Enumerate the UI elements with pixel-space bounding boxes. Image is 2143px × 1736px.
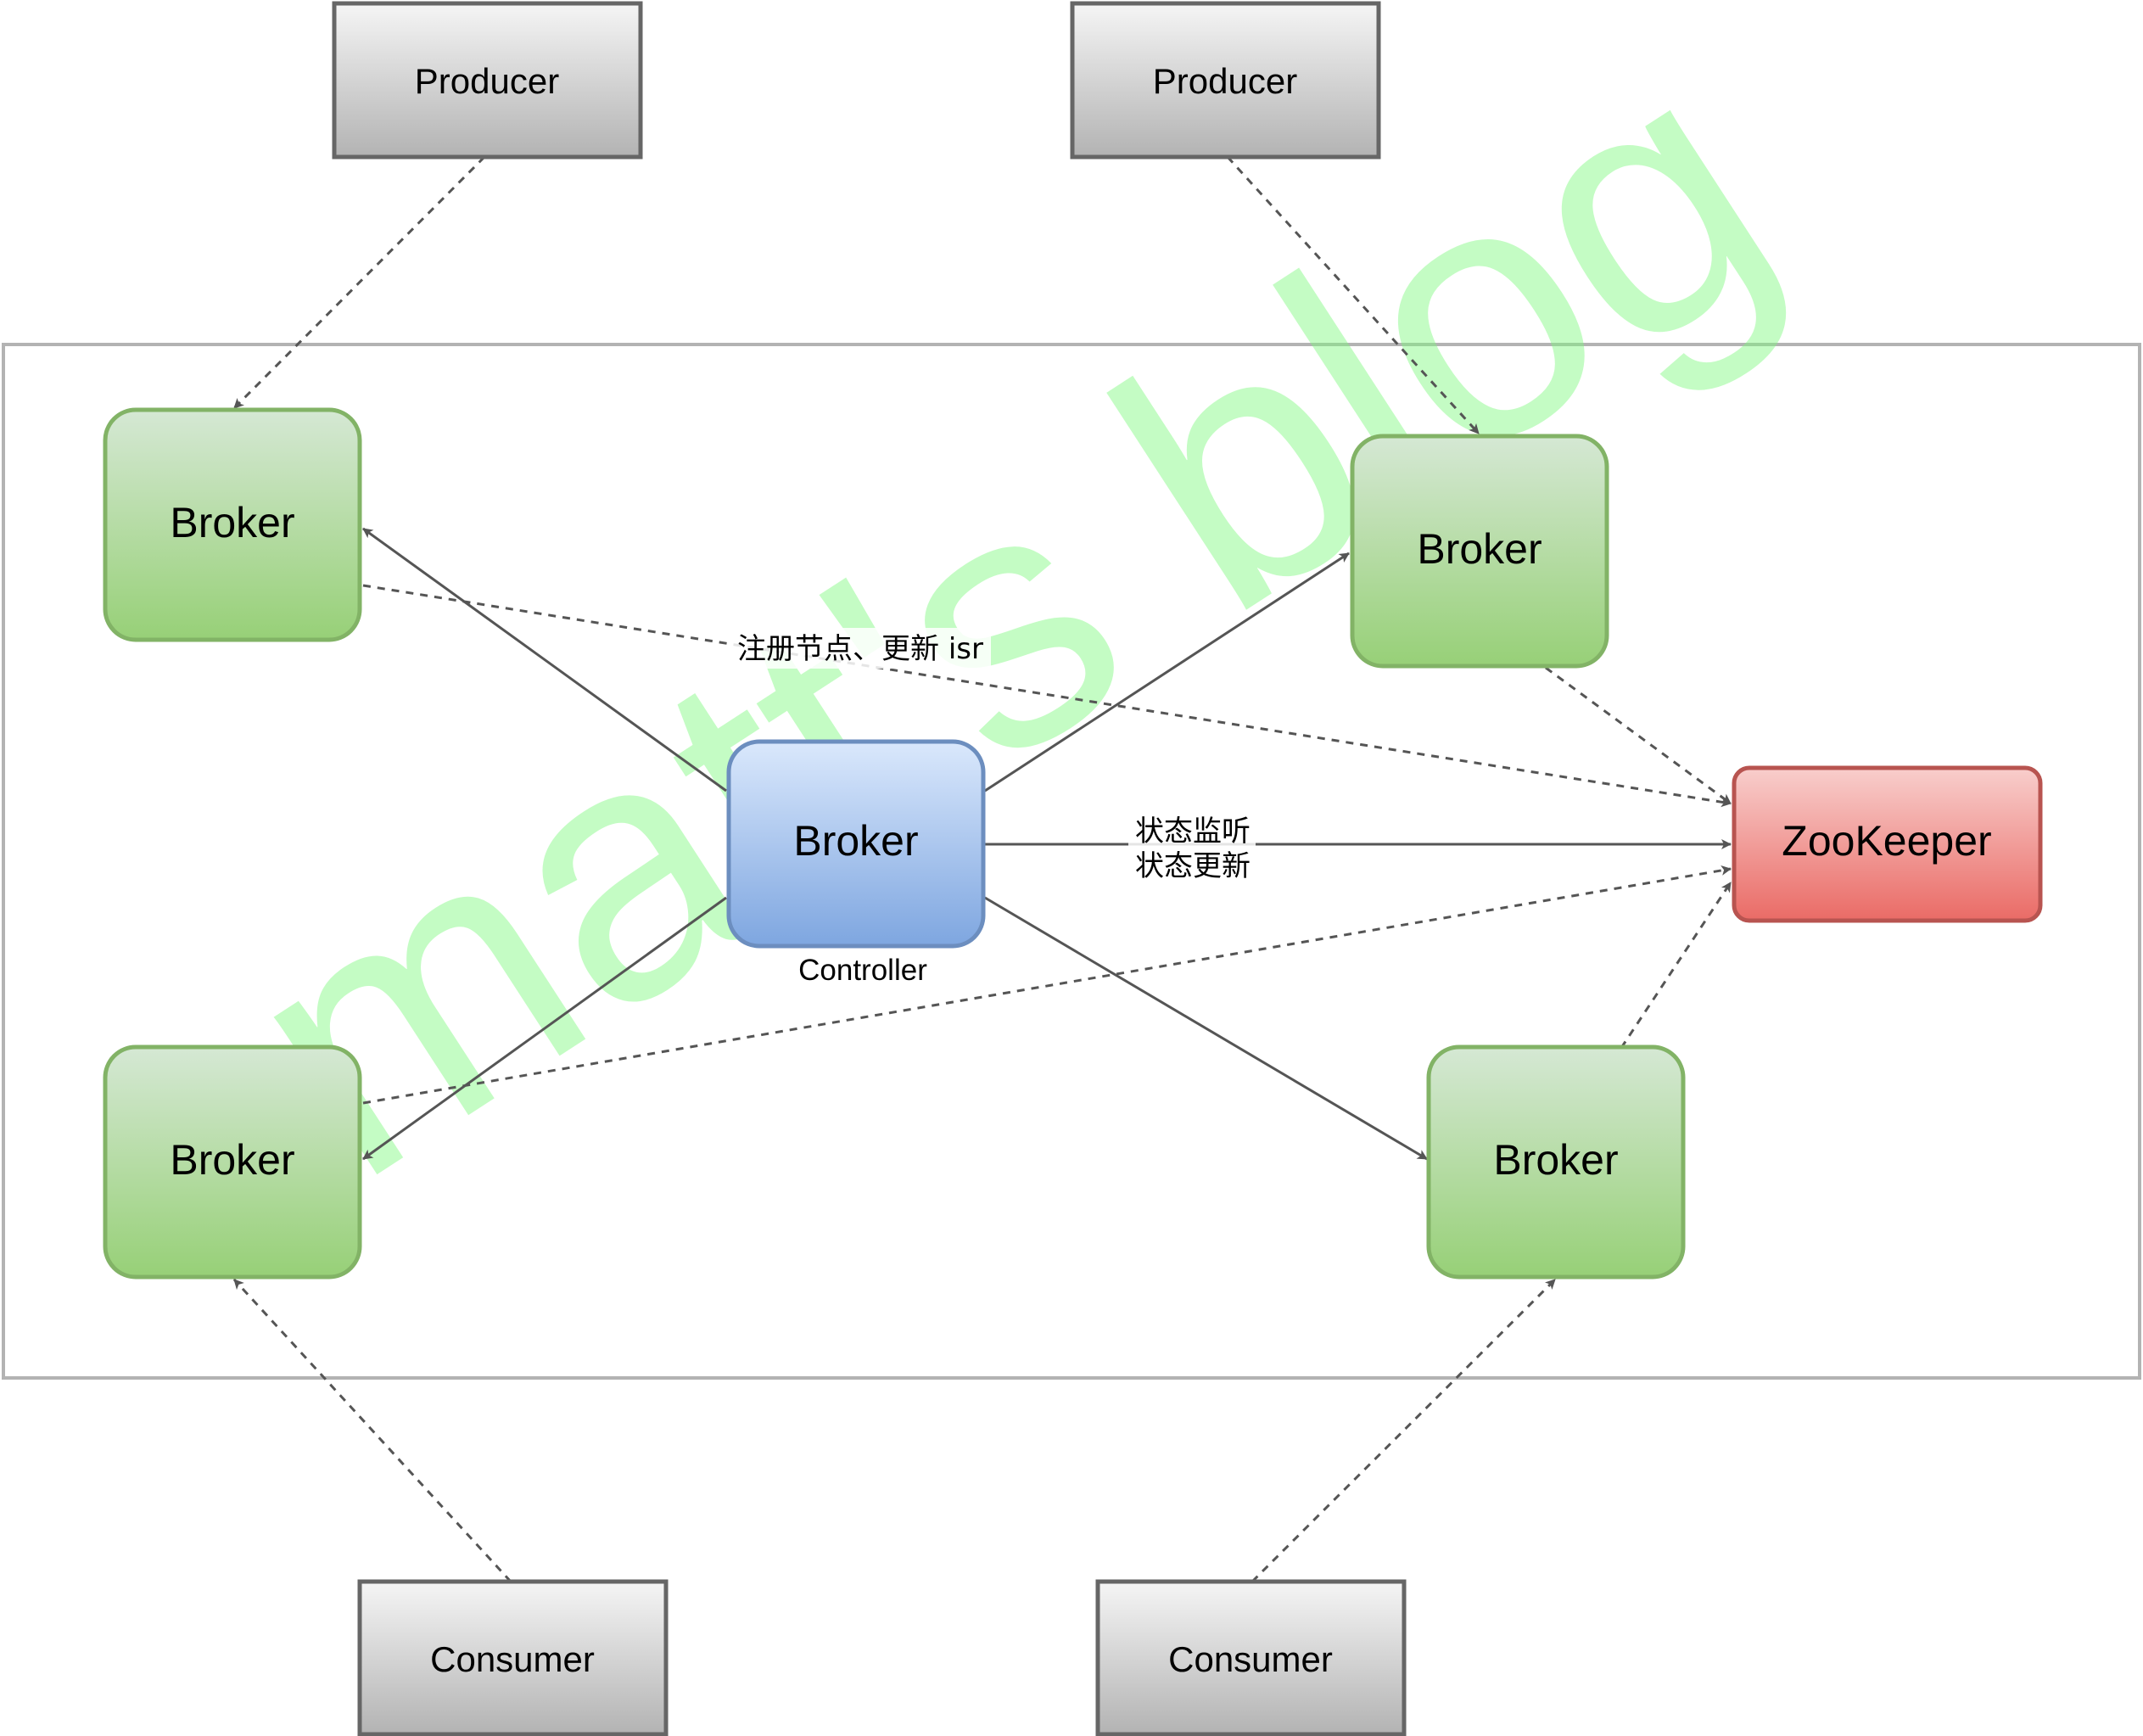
edge-broker-bottom-right-to-zookeeper bbox=[1620, 882, 1732, 1049]
consumer-node-1[interactable]: Consumer bbox=[357, 1579, 669, 1736]
edge-producer2-to-broker-top-right bbox=[1226, 155, 1480, 435]
edge-consumer2-to-broker-bottom-right bbox=[1251, 1278, 1557, 1583]
broker-label-bottom-left: Broker bbox=[170, 1136, 294, 1184]
broker-label-bottom-right: Broker bbox=[1493, 1136, 1618, 1184]
broker-node-top-left[interactable]: Broker bbox=[103, 407, 362, 642]
producer-node-2[interactable]: Producer bbox=[1070, 1, 1381, 160]
controller-caption: Controller bbox=[798, 954, 927, 987]
broker-label-top-right: Broker bbox=[1417, 525, 1542, 573]
edge-broker-top-right-to-zookeeper bbox=[1545, 666, 1732, 805]
controller-broker-label: Broker bbox=[793, 817, 918, 865]
edge-producer1-to-broker-top-left bbox=[232, 155, 486, 410]
edge-controller-to-broker-top-left bbox=[362, 527, 727, 792]
producer-label-2: Producer bbox=[1153, 61, 1297, 101]
consumer-label-2: Consumer bbox=[1168, 1639, 1333, 1679]
edge-label-register-background bbox=[731, 628, 991, 669]
edge-label-status-watch: 状态监听 bbox=[1135, 815, 1251, 848]
edge-controller-to-broker-bottom-right bbox=[984, 896, 1428, 1161]
broker-cluster-boundary bbox=[2, 343, 2141, 1380]
edge-controller-to-broker-top-right bbox=[984, 552, 1350, 792]
consumer-label-1: Consumer bbox=[430, 1639, 595, 1679]
edge-broker-top-left-to-zookeeper bbox=[362, 584, 1732, 808]
edge-broker-bottom-left-to-zookeeper bbox=[362, 865, 1732, 1105]
edge-consumer1-to-broker-bottom-left bbox=[232, 1278, 512, 1583]
broker-node-top-right[interactable]: Broker bbox=[1350, 434, 1609, 669]
controller-broker-node[interactable]: Broker bbox=[726, 739, 986, 949]
edge-label-status-update: 状态更新 bbox=[1135, 849, 1251, 883]
broker-node-bottom-left[interactable]: Broker bbox=[103, 1044, 362, 1280]
broker-label-top-left: Broker bbox=[170, 499, 294, 546]
edge-controller-to-broker-bottom-left bbox=[362, 896, 727, 1161]
edge-label-register: 注册节点、更新 isr bbox=[737, 632, 983, 666]
edge-label-status-background bbox=[1128, 811, 1256, 882]
producer-label-1: Producer bbox=[415, 61, 559, 101]
consumer-node-2[interactable]: Consumer bbox=[1095, 1579, 1407, 1736]
broker-node-bottom-right[interactable]: Broker bbox=[1426, 1044, 1686, 1280]
zookeeper-node[interactable]: ZooKeeper bbox=[1732, 765, 2043, 923]
zookeeper-label: ZooKeeper bbox=[1782, 817, 1991, 865]
producer-node-1[interactable]: Producer bbox=[332, 1, 643, 160]
